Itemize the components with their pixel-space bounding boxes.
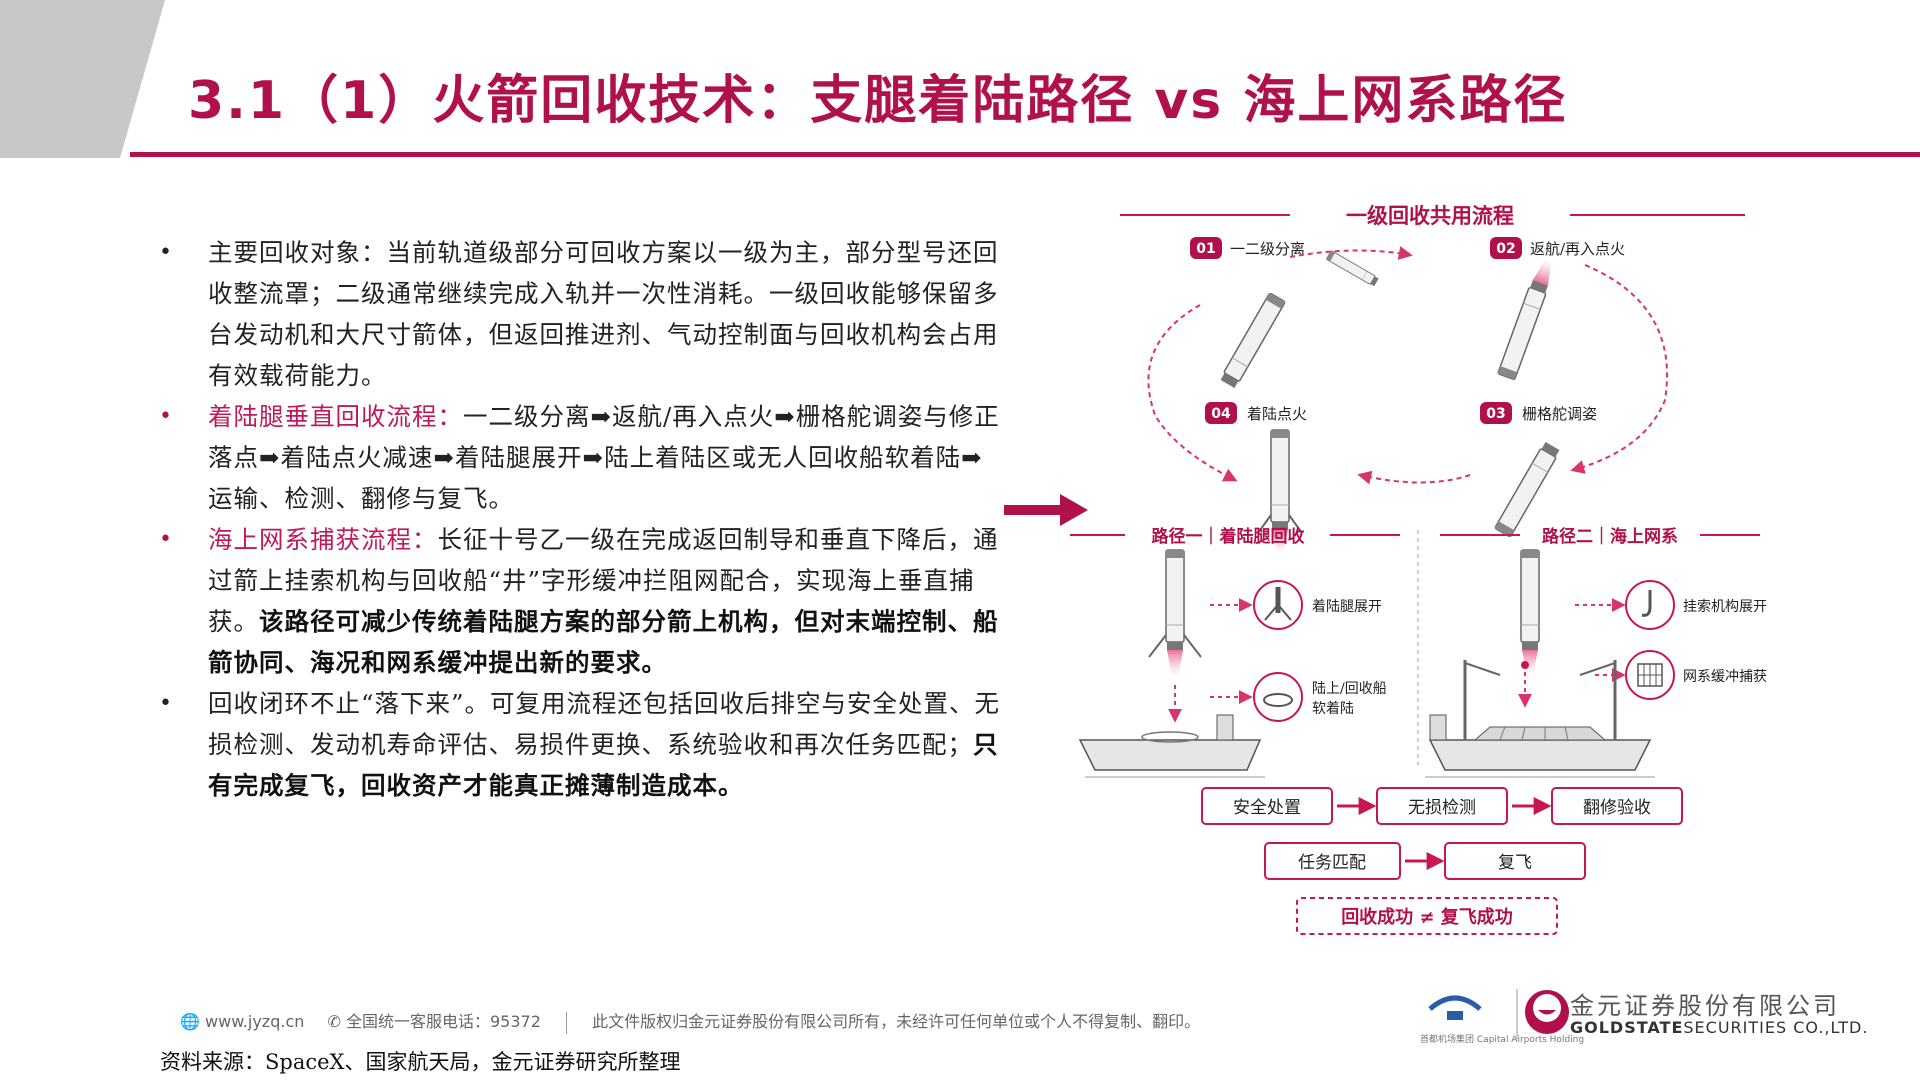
step-number: 04: [1211, 406, 1231, 422]
goldstate-logo-icon: [1525, 990, 1569, 1034]
flow-label: 无损检测: [1408, 798, 1476, 818]
rocket-separation-icon: [1218, 292, 1287, 390]
step-number: 01: [1196, 241, 1215, 257]
path-one-step: 软着陆: [1312, 701, 1354, 717]
bullet-text: 回收闭环不止“落下来”。可复用流程还包括回收后排空与安全处置、无损检测、发动机寿…: [208, 689, 1001, 759]
upper-stage-icon: [1325, 250, 1380, 288]
bullet-text: 主要回收对象：当前轨道级部分可回收方案以一级为主，部分型号还回收整流罩；二级通常…: [208, 238, 999, 390]
title-underline: [130, 152, 1920, 157]
footer-hotline: 全国统一客服电话：95372: [345, 1012, 541, 1031]
bullet-item: • 海上网系捕获流程：长征十号乙一级在完成返回制导和垂直下降后，通过箭上挂索机构…: [159, 525, 999, 677]
path-two-title: 路径二｜海上网系: [1542, 526, 1678, 547]
path-two-step: 挂索机构展开: [1683, 598, 1767, 615]
flow-box-mission-match: [1264, 842, 1401, 880]
path-one-step: 陆上/回收船: [1312, 681, 1387, 697]
flow-label: 任务匹配: [1298, 853, 1366, 873]
step-badge: [1490, 237, 1522, 259]
step-label: 着陆点火: [1247, 405, 1307, 423]
flow-box-safety: [1201, 787, 1333, 825]
step-label: 一二级分离: [1230, 240, 1305, 258]
rocket-landing-burn-icon: [1257, 429, 1303, 553]
corner-decoration: [0, 0, 165, 158]
footer-copyright: 此文件版权归金元证券股份有限公司所有，未经许可任何单位或个人不得复制、翻印。: [592, 1012, 1201, 1031]
soft-landing-detail-icon: [1253, 672, 1303, 722]
note-box: [1296, 897, 1558, 935]
company-name-en: GOLDSTATESECURITIES CO.,LTD.: [1570, 1018, 1869, 1037]
bullet-lead: 海上网系捕获流程：: [208, 525, 438, 554]
bullet-item: • 回收闭环不止“落下来”。可复用流程还包括回收后排空与安全处置、无损检测、发动…: [159, 689, 1001, 800]
diagram-header: 一级回收共用流程: [1346, 203, 1514, 228]
globe-icon: 🌐: [180, 1012, 200, 1031]
flow-box-refurbish: [1551, 787, 1683, 825]
footer-contact: 🌐 www.jyzq.cn ✆ 全国统一客服电话：95372 此文件版权归金元证…: [180, 1008, 1200, 1034]
bullet-list: • 主要回收对象：当前轨道级部分可回收方案以一级为主，部分型号还回收整流罩；二级…: [155, 232, 1005, 806]
step-number: 02: [1496, 241, 1515, 257]
flow-box-inspection: [1376, 787, 1508, 825]
rocket-hook-icon: [1520, 549, 1540, 675]
bullet-strong: 该路径可减少传统着陆腿方案的部分箭上机构，但对末端控制、船箭协同、海况和网系缓冲…: [208, 607, 999, 677]
bullet-item: • 主要回收对象：当前轨道级部分可回收方案以一级为主，部分型号还回收整流罩；二级…: [159, 238, 999, 390]
airport-group-logo-icon: [1428, 995, 1482, 1020]
bullet-strong: 只有完成复飞，回收资产才能真正摊薄制造成本。: [208, 730, 999, 800]
rocket-reentry-icon: [1496, 258, 1552, 381]
footer-website[interactable]: www.jyzq.cn: [205, 1012, 305, 1031]
logo-graphics: [1428, 989, 1569, 1039]
step-badge: [1205, 402, 1237, 424]
rocket-landing-legs-icon: [1148, 549, 1202, 677]
path-one-step: 着陆腿展开: [1312, 599, 1382, 615]
path-one-title: 路径一｜着陆腿回收: [1152, 526, 1305, 547]
flow-label: 翻修验收: [1583, 798, 1651, 818]
step-number: 03: [1486, 406, 1505, 422]
flow-label: 安全处置: [1233, 798, 1301, 818]
group-label: 首都机场集团 Capital Airports Holding: [1420, 1035, 1585, 1045]
phone-icon: ✆: [327, 1012, 341, 1031]
note-text: 回收成功 ≠ 复飞成功: [1341, 906, 1513, 928]
bullet-text: 一二级分离➡返航/再入点火➡栅格舵调姿与修正落点➡着陆点火减速➡着陆腿展开➡陆上…: [208, 402, 1000, 513]
path-two-step: 网系缓冲捕获: [1683, 669, 1767, 685]
company-name-cn: 金元证券股份有限公司: [1570, 992, 1840, 1020]
bullet-lead: 着陆腿垂直回收流程：: [208, 402, 463, 431]
recovery-flow-diagram: 一级回收共用流程 01 一二级分离 02 返航/再入点火 04 着陆点火 03 …: [1070, 203, 1767, 935]
step-label: 返航/再入点火: [1530, 240, 1625, 258]
pointer-arrow-icon: [1004, 494, 1088, 526]
page-title: 3.1（1）火箭回收技术：支腿着陆路径 vs 海上网系路径: [188, 71, 1568, 131]
flow-label: 复飞: [1498, 853, 1532, 873]
landing-ship-icon: [1078, 714, 1265, 778]
flow-box-reflight: [1444, 842, 1586, 880]
source-note: 资料来源：SpaceX、国家航天局，金元证券研究所整理: [160, 1050, 681, 1074]
bullet-item: • 着陆腿垂直回收流程：一二级分离➡返航/再入点火➡栅格舵调姿与修正落点➡着陆点…: [159, 402, 1000, 513]
step-badge: [1190, 237, 1222, 259]
step-badge: [1480, 402, 1512, 424]
net-capture-ship-icon: [1425, 660, 1655, 778]
rocket-gridfin-icon: [1493, 440, 1562, 538]
bullet-text: 长征十号乙一级在完成返回制导和垂直下降后，通过箭上挂索机构与回收船“井”字形缓冲…: [208, 525, 999, 636]
step-label: 栅格舵调姿: [1522, 405, 1597, 423]
